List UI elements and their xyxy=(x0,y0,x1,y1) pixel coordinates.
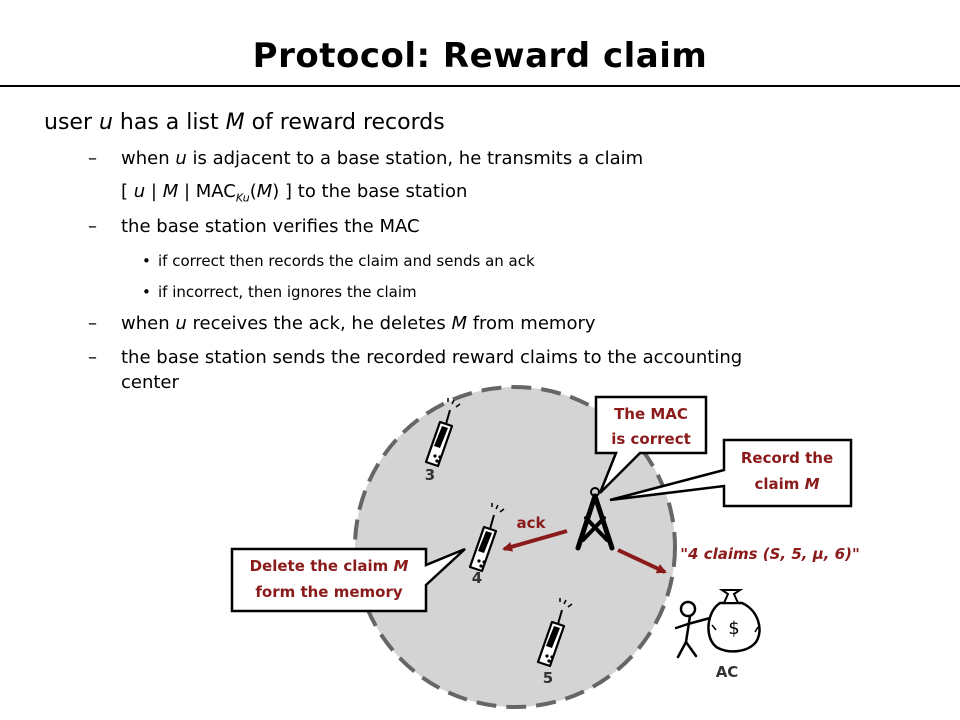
phone-label-3: 3 xyxy=(425,466,435,484)
callout-mac-line2: is correct xyxy=(611,430,691,448)
ack-arrow xyxy=(502,529,568,552)
callout-mac-correct xyxy=(594,395,708,494)
callout-record-claim xyxy=(609,438,853,508)
person-icon xyxy=(674,600,712,659)
ack-label: ack xyxy=(517,514,547,532)
callout-mac-line1: The MAC xyxy=(614,405,688,423)
phone-label-5: 5 xyxy=(543,669,553,687)
antenna-tower-icon xyxy=(575,487,615,551)
callout-record-line1: Record the xyxy=(741,449,833,467)
slide-title: Protocol: Reward claim xyxy=(252,36,708,76)
claims-label: "4 claims (S, 5, μ, 6)" xyxy=(680,545,860,563)
callout-delete-line1: Delete the claim M xyxy=(250,557,409,575)
callout-record-line2: claim M xyxy=(754,475,819,493)
callout-delete-claim xyxy=(230,547,466,613)
claims-arrow xyxy=(617,548,667,574)
phone-label-4: 4 xyxy=(472,569,482,587)
callout-delete-line2: form the memory xyxy=(255,583,402,601)
dollar-sign-icon: $ xyxy=(728,618,739,639)
bullet-user-list: user u has a list M of reward records xyxy=(44,110,445,135)
money-bag-icon xyxy=(707,589,761,653)
ac-label: AC xyxy=(716,663,739,681)
title-divider xyxy=(0,85,960,87)
